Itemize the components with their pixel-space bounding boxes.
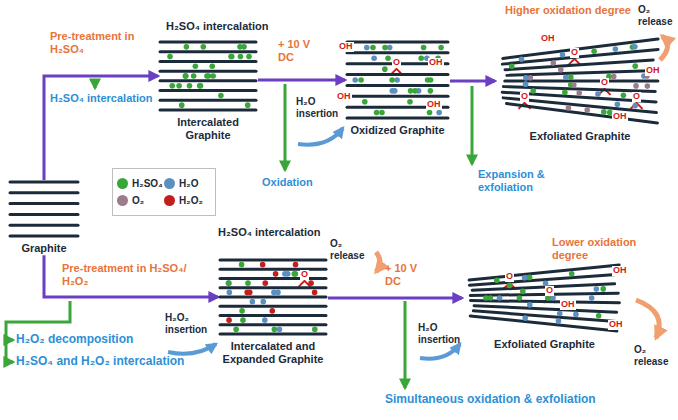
carbon-layers [502,39,658,123]
annotation-label: Pre-treatment in H₂SO₄ [50,30,145,56]
annotation-label: Expansion & exfoliation [478,168,588,194]
annotation-label: H₂SO₄ and H₂O₂ intercalation [16,354,216,368]
molecule-dots [167,44,252,108]
stack-caption: Intercalated and Expanded Graphite [218,340,328,366]
process-arrow [258,79,345,82]
graphite-stack: Intercalated Graphite [158,40,258,142]
annotation-label: O₂ release [638,4,676,28]
legend-text: H₂O [179,178,198,189]
layer-illustration [495,36,665,126]
layer-illustration [218,258,328,336]
stack-caption: Exfoliated Graphite [495,130,665,143]
annotation-label: Pre-treatment in H₂SO₄/ H₂O₂ [62,262,202,288]
annotation-label: H₂SO₄ intercalation [218,226,326,239]
annotation-label: H₂O₂ decomposition [16,332,196,346]
epoxide-label: O [520,92,529,102]
annotation-label: Simultaneous oxidation & exfoliation [385,392,655,406]
annotation-label: + 10 V DC [385,262,435,288]
carbon-layers [469,265,619,331]
legend-item: H₂O₂ [164,195,211,206]
annotation-label: H₂O insertion [418,322,462,346]
graphite-stack: Exfoliated Graphite [495,36,665,143]
hydroxyl-label: OH [338,42,354,52]
hydroxyl-label: OH [336,92,352,102]
graphite-stack: Exfoliated Graphite [462,262,627,351]
stack-caption: Oxidized Graphite [345,124,450,137]
legend-box: H₂SO₄ H₂O O₂ H₂O₂ [112,168,216,216]
legend-swatch [164,195,175,206]
graphite-stack: Graphite [8,180,80,255]
hydroxyl-label: OH [612,112,628,122]
annotation-label: H₂SO₄ intercalation [50,92,154,105]
legend-text: O₂ [132,195,144,206]
layer-illustration [8,180,80,238]
legend-item: H₂O [164,178,211,189]
stack-caption: Intercalated Graphite [158,116,258,142]
legend-swatch [164,178,175,189]
epoxide-label: O [300,270,309,280]
hydroxyl-label: OH [428,58,444,68]
layer-illustration [462,262,627,334]
process-arrow [328,297,462,300]
graphite-stack: Intercalated and Expanded Graphite [218,258,328,366]
legend-item: O₂ [117,195,164,206]
hydroxyl-label: OH [612,266,628,276]
epoxide-label: O [600,78,609,88]
graphite-stack: Oxidized Graphite [345,40,450,137]
hydroxyl-label: OH [540,34,556,44]
molecule-dots [226,262,318,332]
legend-swatch [117,195,128,206]
legend-text: H₂SO₄ [132,178,163,189]
annotation-label: + 10 V DC [278,38,328,64]
hydroxyl-label: OH [645,66,661,76]
legend-text: H₂O₂ [179,195,203,206]
carbon-layers [347,42,448,118]
annotation-label: O₂ release [634,344,676,368]
epoxide-label: O [505,272,514,282]
process-arrow [44,76,158,180]
epoxide-label: O [570,48,579,58]
annotation-label: O₂ release [330,238,374,262]
layer-illustration [158,40,258,112]
hydroxyl-label: OH [608,320,624,330]
molecule-dots [509,44,650,115]
annotation-label: H₂O₂ insertion [165,312,215,336]
epoxide-label: O [392,58,401,68]
annotation-label: Higher oxidation degree [505,4,633,17]
annotation-label: H₂SO₄ intercalation [166,20,276,33]
carbon-layers [10,182,78,236]
process-arrow [450,80,495,83]
release-arrows [376,36,668,338]
carbon-layers [220,260,326,334]
molecule-dots [483,271,606,324]
stack-caption: Graphite [8,242,80,255]
molecule-dots [352,45,443,116]
epoxide-label: O [632,92,641,102]
epoxide-bridge [631,103,643,109]
carbon-layers [160,42,256,110]
insertion-arrows [168,128,460,359]
annotation-label: Oxidation [262,176,342,189]
annotation-label: Lower oxidation degree [552,236,672,262]
legend-swatch [117,178,128,189]
hydroxyl-label: OH [426,100,442,110]
stack-caption: Exfoliated Graphite [462,338,627,351]
epoxide-label: O [545,286,554,296]
green-arrows [6,80,472,388]
legend-item: H₂SO₄ [117,178,164,189]
process-arrow [44,255,218,297]
hydroxyl-label: OH [560,300,576,310]
